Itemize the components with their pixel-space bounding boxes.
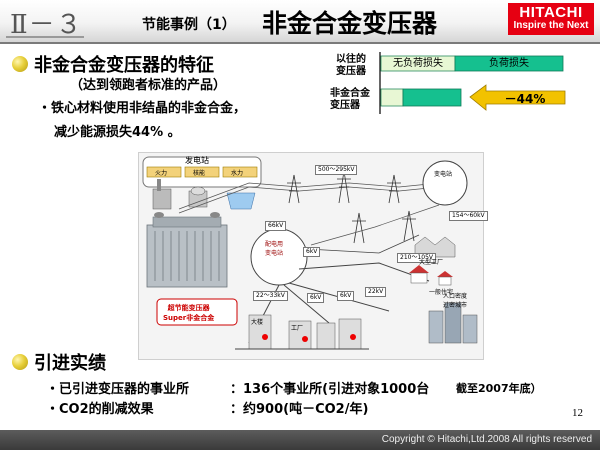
voltage-feeder-tag: 154～60kV — [449, 211, 488, 221]
load-loss-label: 负荷损失 — [489, 58, 529, 69]
transformer-image-icon — [146, 212, 228, 288]
city-buildings-icon — [428, 302, 478, 344]
results-line1-label: ・已引进变压器的事业所 — [46, 382, 190, 397]
reduction-percentage: －44% — [504, 92, 546, 106]
no-load-loss-label: 无负荷损失 — [393, 58, 443, 69]
power-plant-icon — [152, 179, 256, 210]
features-point-line1: ・铁心材料使用非结晶的非金合金， — [38, 101, 247, 116]
load-loss-bar — [454, 55, 564, 72]
dense-city-label: 人口密度 过密城市 — [443, 293, 468, 309]
substation-label: 变电站 — [434, 171, 453, 178]
power-grid-diagram: 发电站 火力 核能 水力 500～295kV 变电站 154～60kV 66kV… — [138, 152, 488, 360]
logo-tagline: Inspire the Next — [513, 20, 589, 31]
features-heading: 非金合金变压器的特征 — [34, 55, 214, 76]
copyright-text: Copyright © Hitachi,Ltd.2008 All rights … — [381, 434, 592, 445]
voltage-lines-a-tag: 6kV — [307, 293, 325, 303]
section-number-underline — [6, 36, 84, 38]
distribution-substation-circle — [250, 228, 308, 286]
homes-label: 一般住宅 — [429, 289, 454, 296]
amorphous-load-bar — [402, 88, 462, 107]
building-icon — [248, 314, 362, 350]
slide-title: 非金合金变压器 — [262, 9, 438, 38]
voltage-lines-c-tag: 22kV — [365, 287, 387, 297]
voltage-mid-tag: 22～33kV — [253, 291, 288, 301]
hydro-plant-label: 水力 — [231, 170, 244, 177]
grid-lines-diagram — [142, 156, 478, 350]
footer-bar: Copyright © Hitachi,Ltd.2008 All rights … — [0, 430, 600, 450]
features-point-line2: 减少能源损失44% 。 — [54, 125, 181, 140]
results-heading: 引进实绩 — [34, 353, 106, 374]
features-subheading: （达到领跑者标准的产品） — [70, 78, 227, 93]
building-label: 大楼 — [251, 319, 264, 326]
page-number: 12 — [572, 407, 583, 419]
loss-comparison-chart — [379, 52, 566, 114]
amorphous-transformer-label: 非金合金 变压器 — [330, 88, 370, 111]
voltage-sub-tag: 66kV — [265, 221, 287, 231]
results-line1-note: 截至2007年底） — [456, 382, 542, 395]
results-line2-label: ・CO2的削减效果 — [46, 402, 154, 417]
voltage-lines-b-tag: 6kV — [337, 291, 355, 301]
section-number: Ⅱ－３ — [10, 10, 83, 40]
header-divider — [0, 42, 600, 44]
transmission-tower-icon — [287, 170, 416, 244]
conventional-transformer-label: 以往的 变压器 — [336, 54, 366, 77]
reduction-arrow-icon — [469, 84, 566, 111]
bullet-icon — [12, 354, 28, 370]
voltage-6kv-tag: 6kV — [303, 247, 321, 257]
thermal-plant-label: 火力 — [155, 170, 168, 177]
logo-wordmark: HITACHI — [519, 4, 583, 21]
voltage-transmission-tag: 500～295kV — [315, 165, 358, 175]
voltage-low-tag: 210～105V — [397, 253, 437, 263]
substation-circle — [422, 160, 468, 206]
large-factory-label: 大型工厂 — [419, 259, 444, 266]
factory-label: 工厂 — [291, 325, 304, 332]
case-label: 节能事例（1） — [142, 17, 236, 33]
slide-header — [0, 0, 600, 42]
power-station-label: 发电站 — [185, 156, 209, 165]
house-icon — [409, 265, 453, 286]
bullet-icon — [12, 56, 28, 72]
transformer-product-label: 超节能变压器 Super非金合金 — [163, 304, 215, 322]
amorphous-no-load-bar — [380, 88, 404, 107]
nuclear-plant-label: 核能 — [193, 170, 206, 177]
results-line2-value: ：约900(吨－CO2/年) — [230, 402, 369, 417]
distribution-substation-label: 配电用 变电站 — [265, 241, 284, 257]
results-line1-value: ：136个事业所(引进对象1000台 — [230, 382, 430, 397]
hitachi-logo: HITACHI Inspire the Next — [508, 3, 594, 35]
